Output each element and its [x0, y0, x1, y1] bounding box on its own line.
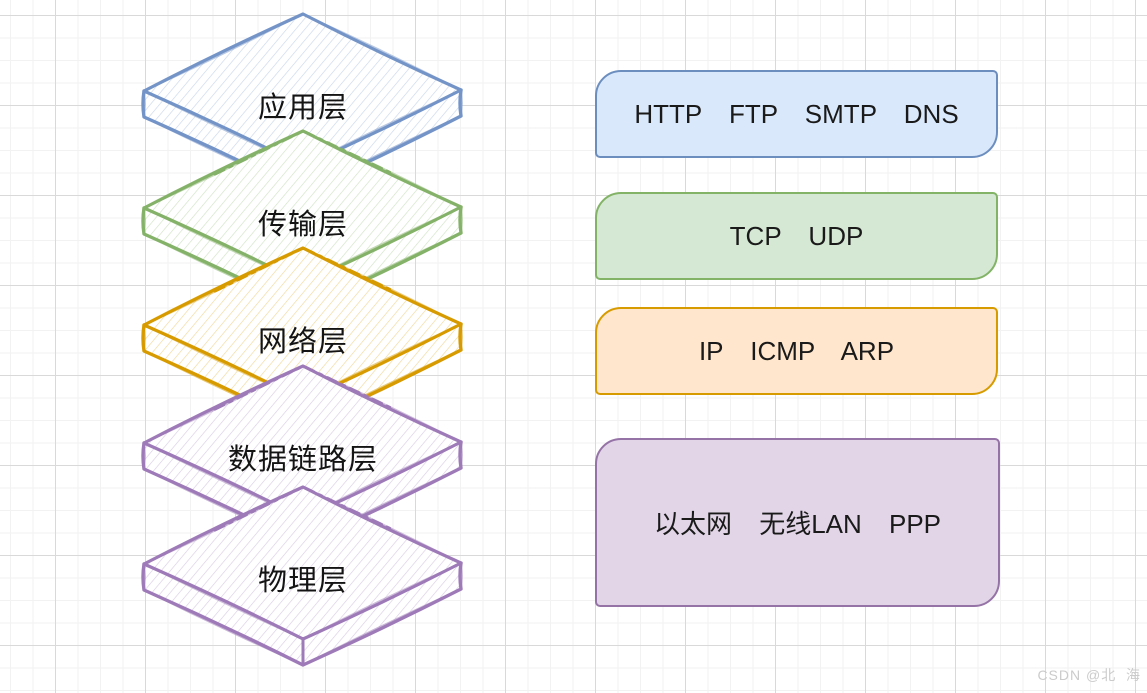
layer-label-physical: 物理层 — [257, 565, 349, 597]
hidden-edge-dashes-network — [213, 246, 393, 293]
layer-label-data-link: 数据链路层 — [227, 444, 379, 476]
layer-stack-svg — [141, 12, 463, 667]
csdn-watermark: CSDN @北 海 — [1037, 667, 1141, 683]
protocol-box-application: HTTP FTP SMTP DNS — [595, 70, 998, 158]
protocol-box-link-phys: 以太网 无线LAN PPP — [595, 438, 1000, 607]
hidden-edge-dashes-data-link — [213, 364, 393, 411]
layer-label-application: 应用层 — [257, 92, 349, 124]
hidden-edge-dashes-transport — [213, 129, 393, 176]
hidden-edge-dashes-physical — [213, 485, 393, 532]
layer-label-transport: 传输层 — [257, 209, 349, 241]
layer-slab-physical — [141, 485, 463, 667]
protocol-box-network: IP ICMP ARP — [595, 307, 998, 395]
protocol-box-transport: TCP UDP — [595, 192, 998, 280]
layer-label-network: 网络层 — [257, 326, 349, 358]
